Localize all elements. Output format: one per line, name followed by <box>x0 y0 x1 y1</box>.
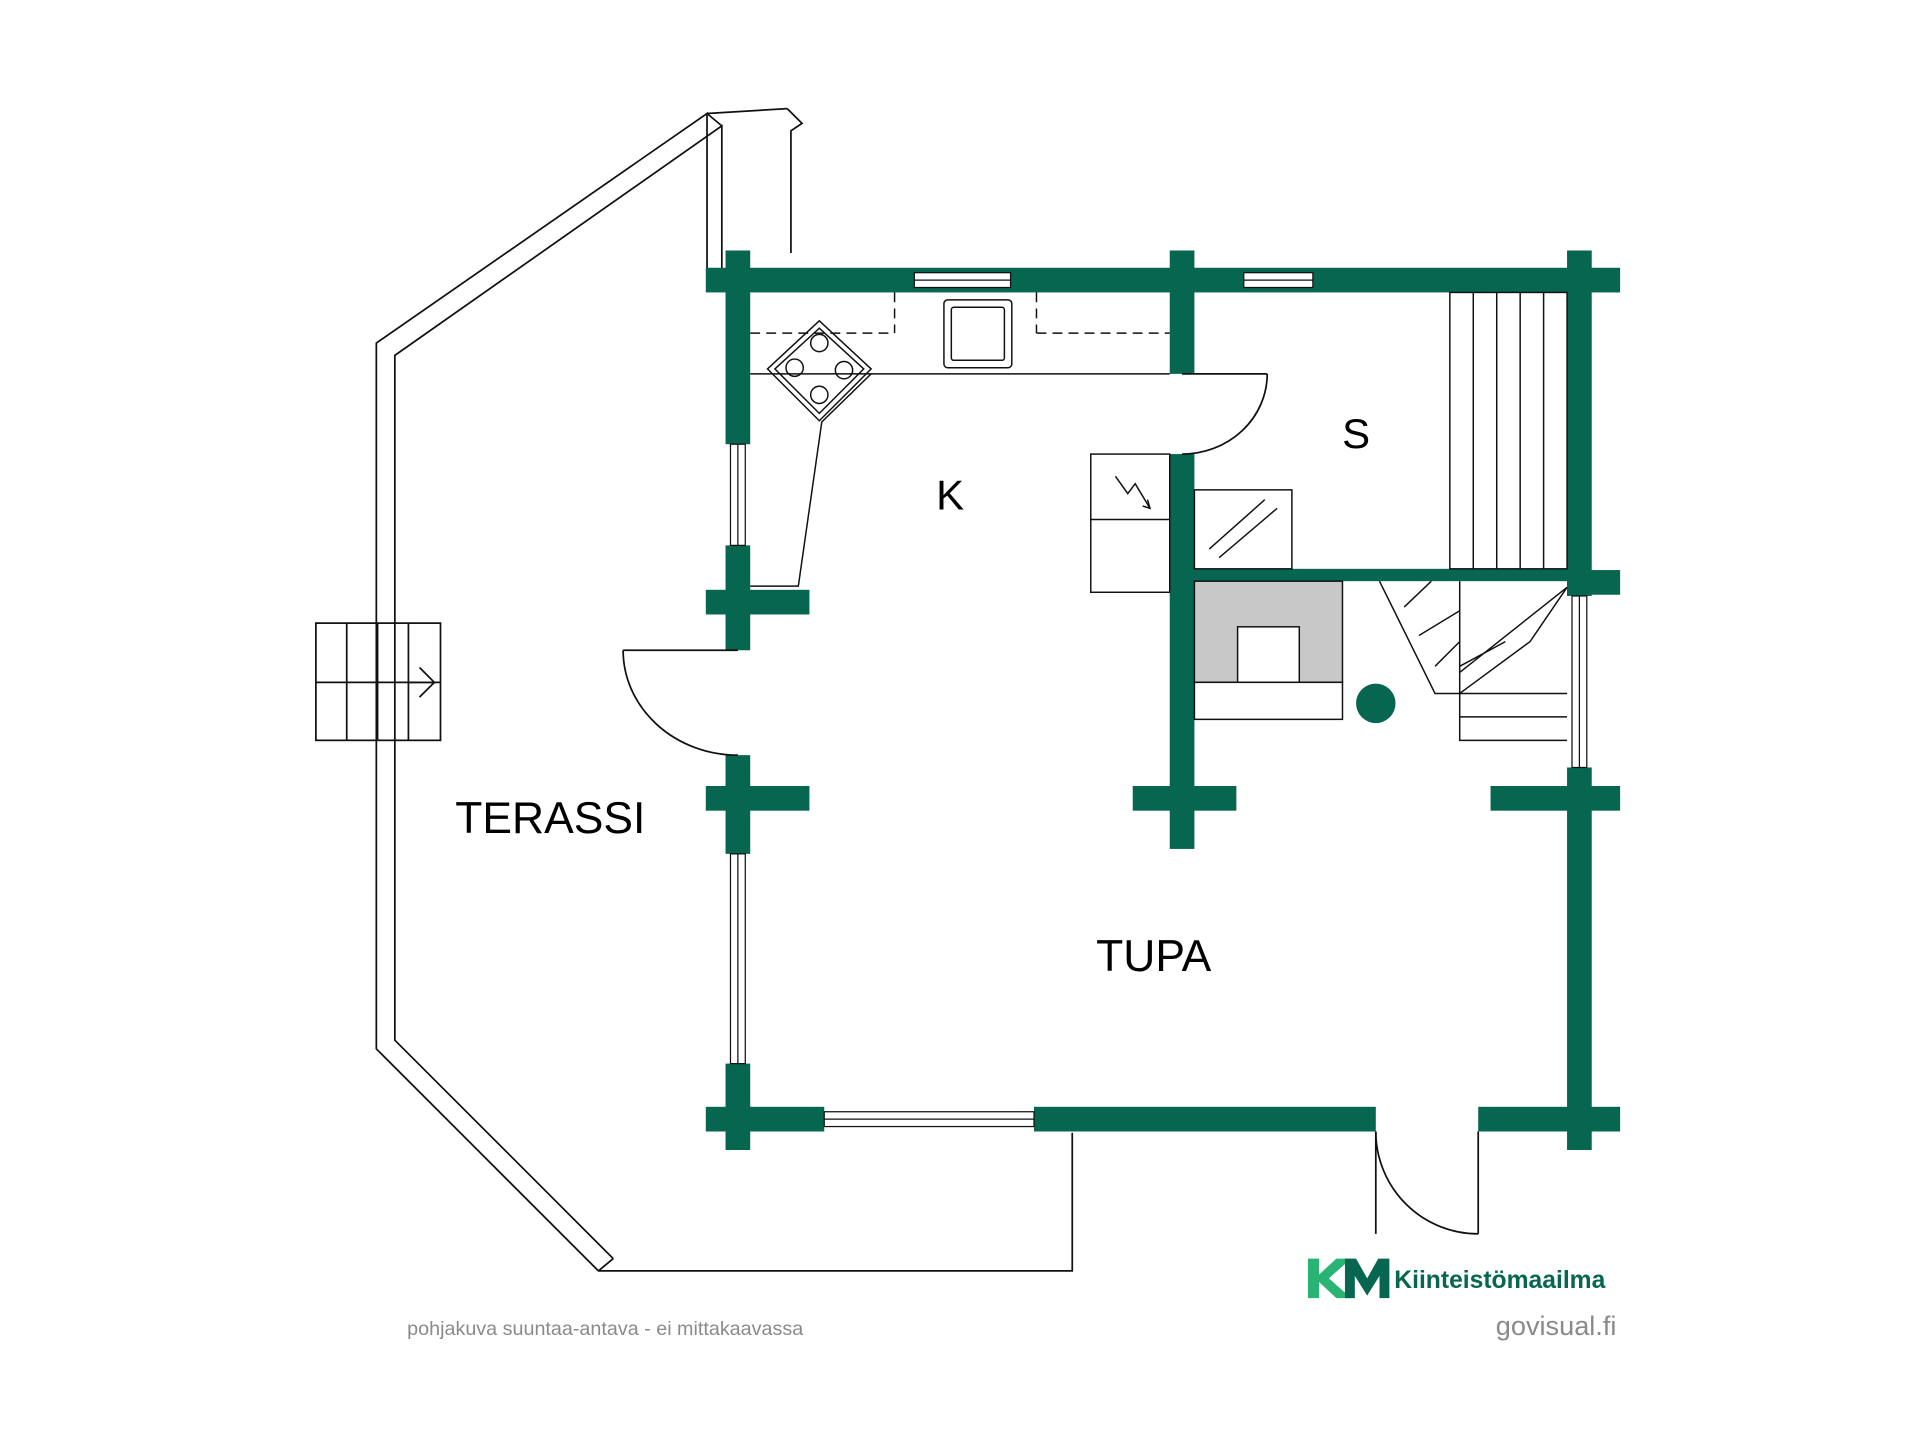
fireplace <box>1193 580 1344 721</box>
entrance-door <box>622 649 738 757</box>
brand-logo-icon <box>1307 1258 1390 1299</box>
room-label-sauna: S <box>1342 410 1370 457</box>
terrace-steps <box>315 622 442 742</box>
window-icon <box>729 443 746 547</box>
sauna-door <box>1182 373 1269 455</box>
front-door <box>1374 1131 1480 1235</box>
terrace-outline <box>375 107 1074 1272</box>
window-icon <box>823 1111 1035 1128</box>
disclaimer-note: pohjakuva suuntaa-antava - ei mittakaava… <box>407 1318 803 1340</box>
brand-name: Kiinteistömaailma <box>1394 1267 1605 1294</box>
brand-credit: govisual.fi <box>1496 1310 1617 1341</box>
window-icon <box>913 272 1012 289</box>
sauna-heater-icon <box>1090 453 1171 594</box>
doors <box>622 373 1480 1235</box>
window-icon <box>1243 272 1314 289</box>
sauna-stove <box>1193 489 1293 570</box>
staircase <box>1378 580 1568 742</box>
sink-icon <box>943 299 1013 369</box>
window-icon <box>1571 595 1588 769</box>
room-label-kitchen: K <box>936 472 964 519</box>
room-label-living: TUPA <box>1096 932 1212 981</box>
windows <box>729 272 1588 1128</box>
walls <box>705 250 1621 1150</box>
stove-icon <box>766 319 873 422</box>
chimney-column-icon <box>1356 683 1396 724</box>
window-icon <box>729 853 746 1065</box>
room-label-terrace: TERASSI <box>455 794 645 843</box>
kitchen-counter <box>750 292 1170 587</box>
sauna-benches <box>1449 291 1568 570</box>
